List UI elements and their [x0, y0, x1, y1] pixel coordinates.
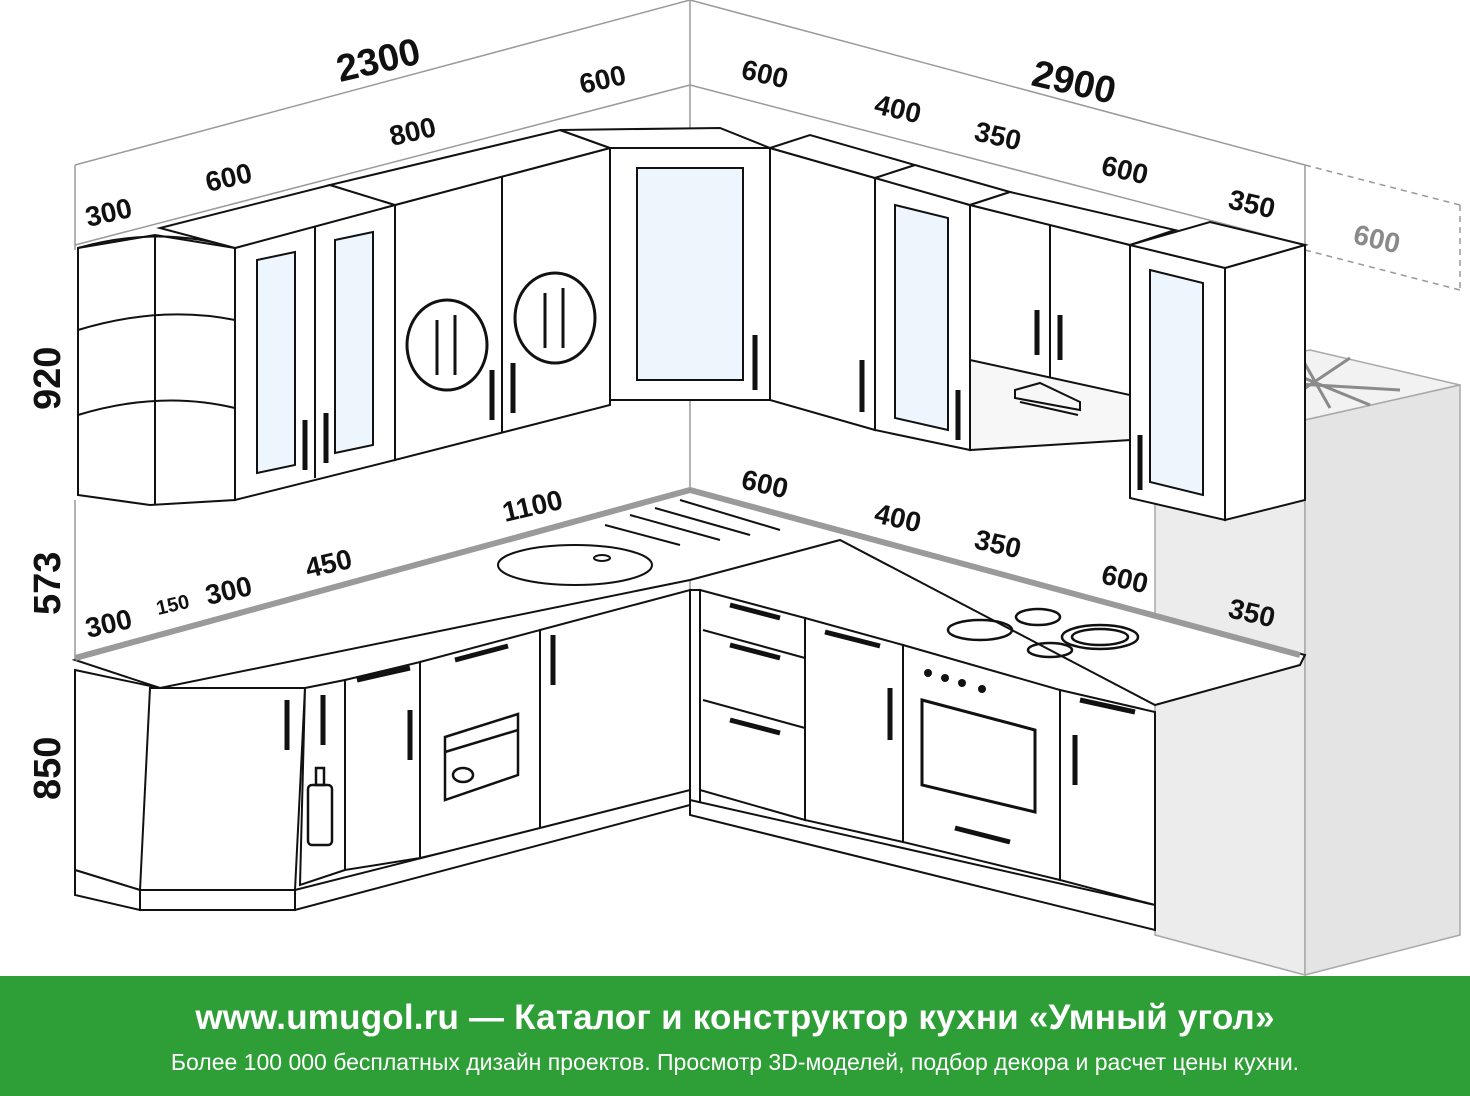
dim-upper-left-3: 800: [386, 111, 438, 152]
door-handles-lower-right: [729, 602, 1136, 785]
dim-counter-right-3: 350: [972, 524, 1024, 565]
dim-upper-left-2: 600: [202, 157, 254, 198]
cooktop-icon: [946, 607, 1140, 659]
bottle-icon: [306, 766, 334, 847]
dim-upper-right-5: 350: [1226, 184, 1278, 225]
glass-panels-left: [256, 230, 374, 475]
lower-cabinets-right: [689, 588, 1156, 932]
door-handles-upper-left: [302, 363, 516, 470]
dim-fridge-top: 600: [1351, 219, 1403, 260]
countertop-edge: [74, 487, 1301, 661]
glass-panels-right: [894, 203, 1204, 497]
dim-counter-right-4: 600: [1099, 559, 1151, 600]
banner-subtitle: Более 100 000 бесплатных дизайн проектов…: [170, 1049, 1300, 1075]
door-handles-upper-right: [859, 310, 1143, 490]
sink-icon: [497, 499, 781, 586]
dishwasher-icon: [443, 712, 520, 802]
lower-cabinets-left: [74, 588, 691, 912]
dim-upper-right-4: 600: [1099, 150, 1151, 191]
dim-counter-left-4: 450: [302, 543, 354, 584]
door-handles-lower-left: [284, 635, 556, 760]
kitchen-layout-drawing: 2300 2900 300 600 800 600 600 400 350 60…: [27, 0, 1461, 976]
oven-knobs-icon: [924, 669, 986, 693]
dim-counter-left-5: 1100: [499, 484, 565, 528]
dim-height-middle: 573: [27, 552, 69, 615]
range-hood-icon: [1014, 381, 1081, 416]
dim-counter-left-3: 300: [202, 570, 254, 611]
dim-upper-right-1: 600: [739, 54, 791, 95]
dim-upper-left-4: 600: [576, 59, 628, 100]
dim-counter-right-2: 400: [872, 498, 924, 539]
dim-total-left: 2300: [333, 31, 425, 91]
corner-glass-panel: [636, 167, 744, 381]
dim-upper-right-2: 400: [872, 89, 924, 130]
dishes-icon: [405, 271, 597, 392]
dim-counter-right-1: 600: [739, 464, 791, 505]
oven-icon: [920, 698, 1037, 845]
banner-title[interactable]: www.umugol.ru — Каталог и конструктор ку…: [195, 998, 1275, 1037]
dim-counter-left-1: 300: [82, 603, 134, 644]
dim-upper-right-3: 350: [972, 116, 1024, 157]
dim-total-right: 2900: [1028, 53, 1120, 113]
dim-upper-left-1: 300: [82, 192, 134, 233]
dim-counter-left-2: 150: [154, 591, 191, 620]
dim-height-upper: 920: [27, 347, 69, 410]
site-banner: www.umugol.ru — Каталог и конструктор ку…: [0, 976, 1470, 1096]
dim-height-lower: 850: [27, 737, 69, 800]
